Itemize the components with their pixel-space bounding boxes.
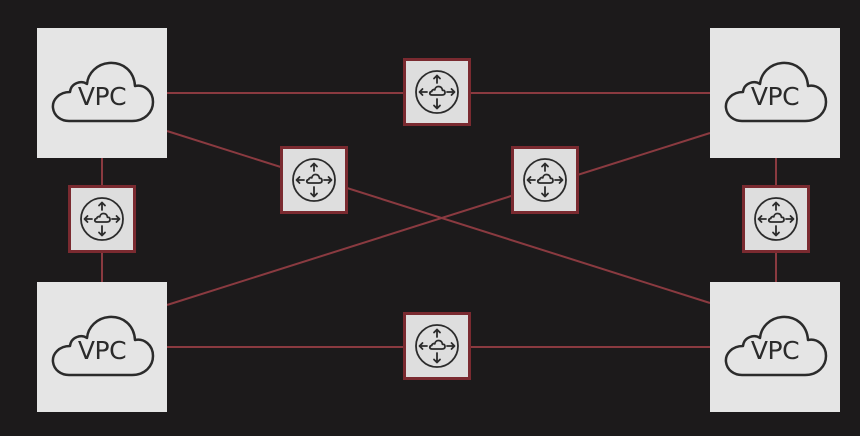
peering-connection-icon — [523, 158, 567, 202]
peering-bottom — [403, 312, 471, 380]
peering-right — [742, 185, 810, 253]
peering-diagonal-left — [280, 146, 348, 214]
connector-diagonal-down — [166, 130, 711, 304]
peering-connection-icon — [754, 197, 798, 241]
vpc-bottom-left: VPC — [37, 282, 167, 412]
peering-connection-icon — [415, 324, 459, 368]
peering-left — [68, 185, 136, 253]
cloud-icon — [724, 61, 828, 123]
peering-connection-icon — [415, 70, 459, 114]
peering-diagonal-right — [511, 146, 579, 214]
connector-diagonal-up — [166, 132, 711, 306]
vpc-label: VPC — [750, 82, 800, 111]
vpc-top-left: VPC — [37, 28, 167, 158]
vpc-label: VPC — [77, 336, 127, 365]
cloud-icon — [51, 315, 155, 377]
vpc-bottom-right: VPC — [710, 282, 840, 412]
vpc-label: VPC — [77, 82, 127, 111]
peering-connection-icon — [80, 197, 124, 241]
vpc-label: VPC — [750, 336, 800, 365]
vpc-top-right: VPC — [710, 28, 840, 158]
peering-connection-icon — [292, 158, 336, 202]
cloud-icon — [51, 61, 155, 123]
cloud-icon — [724, 315, 828, 377]
peering-top — [403, 58, 471, 126]
